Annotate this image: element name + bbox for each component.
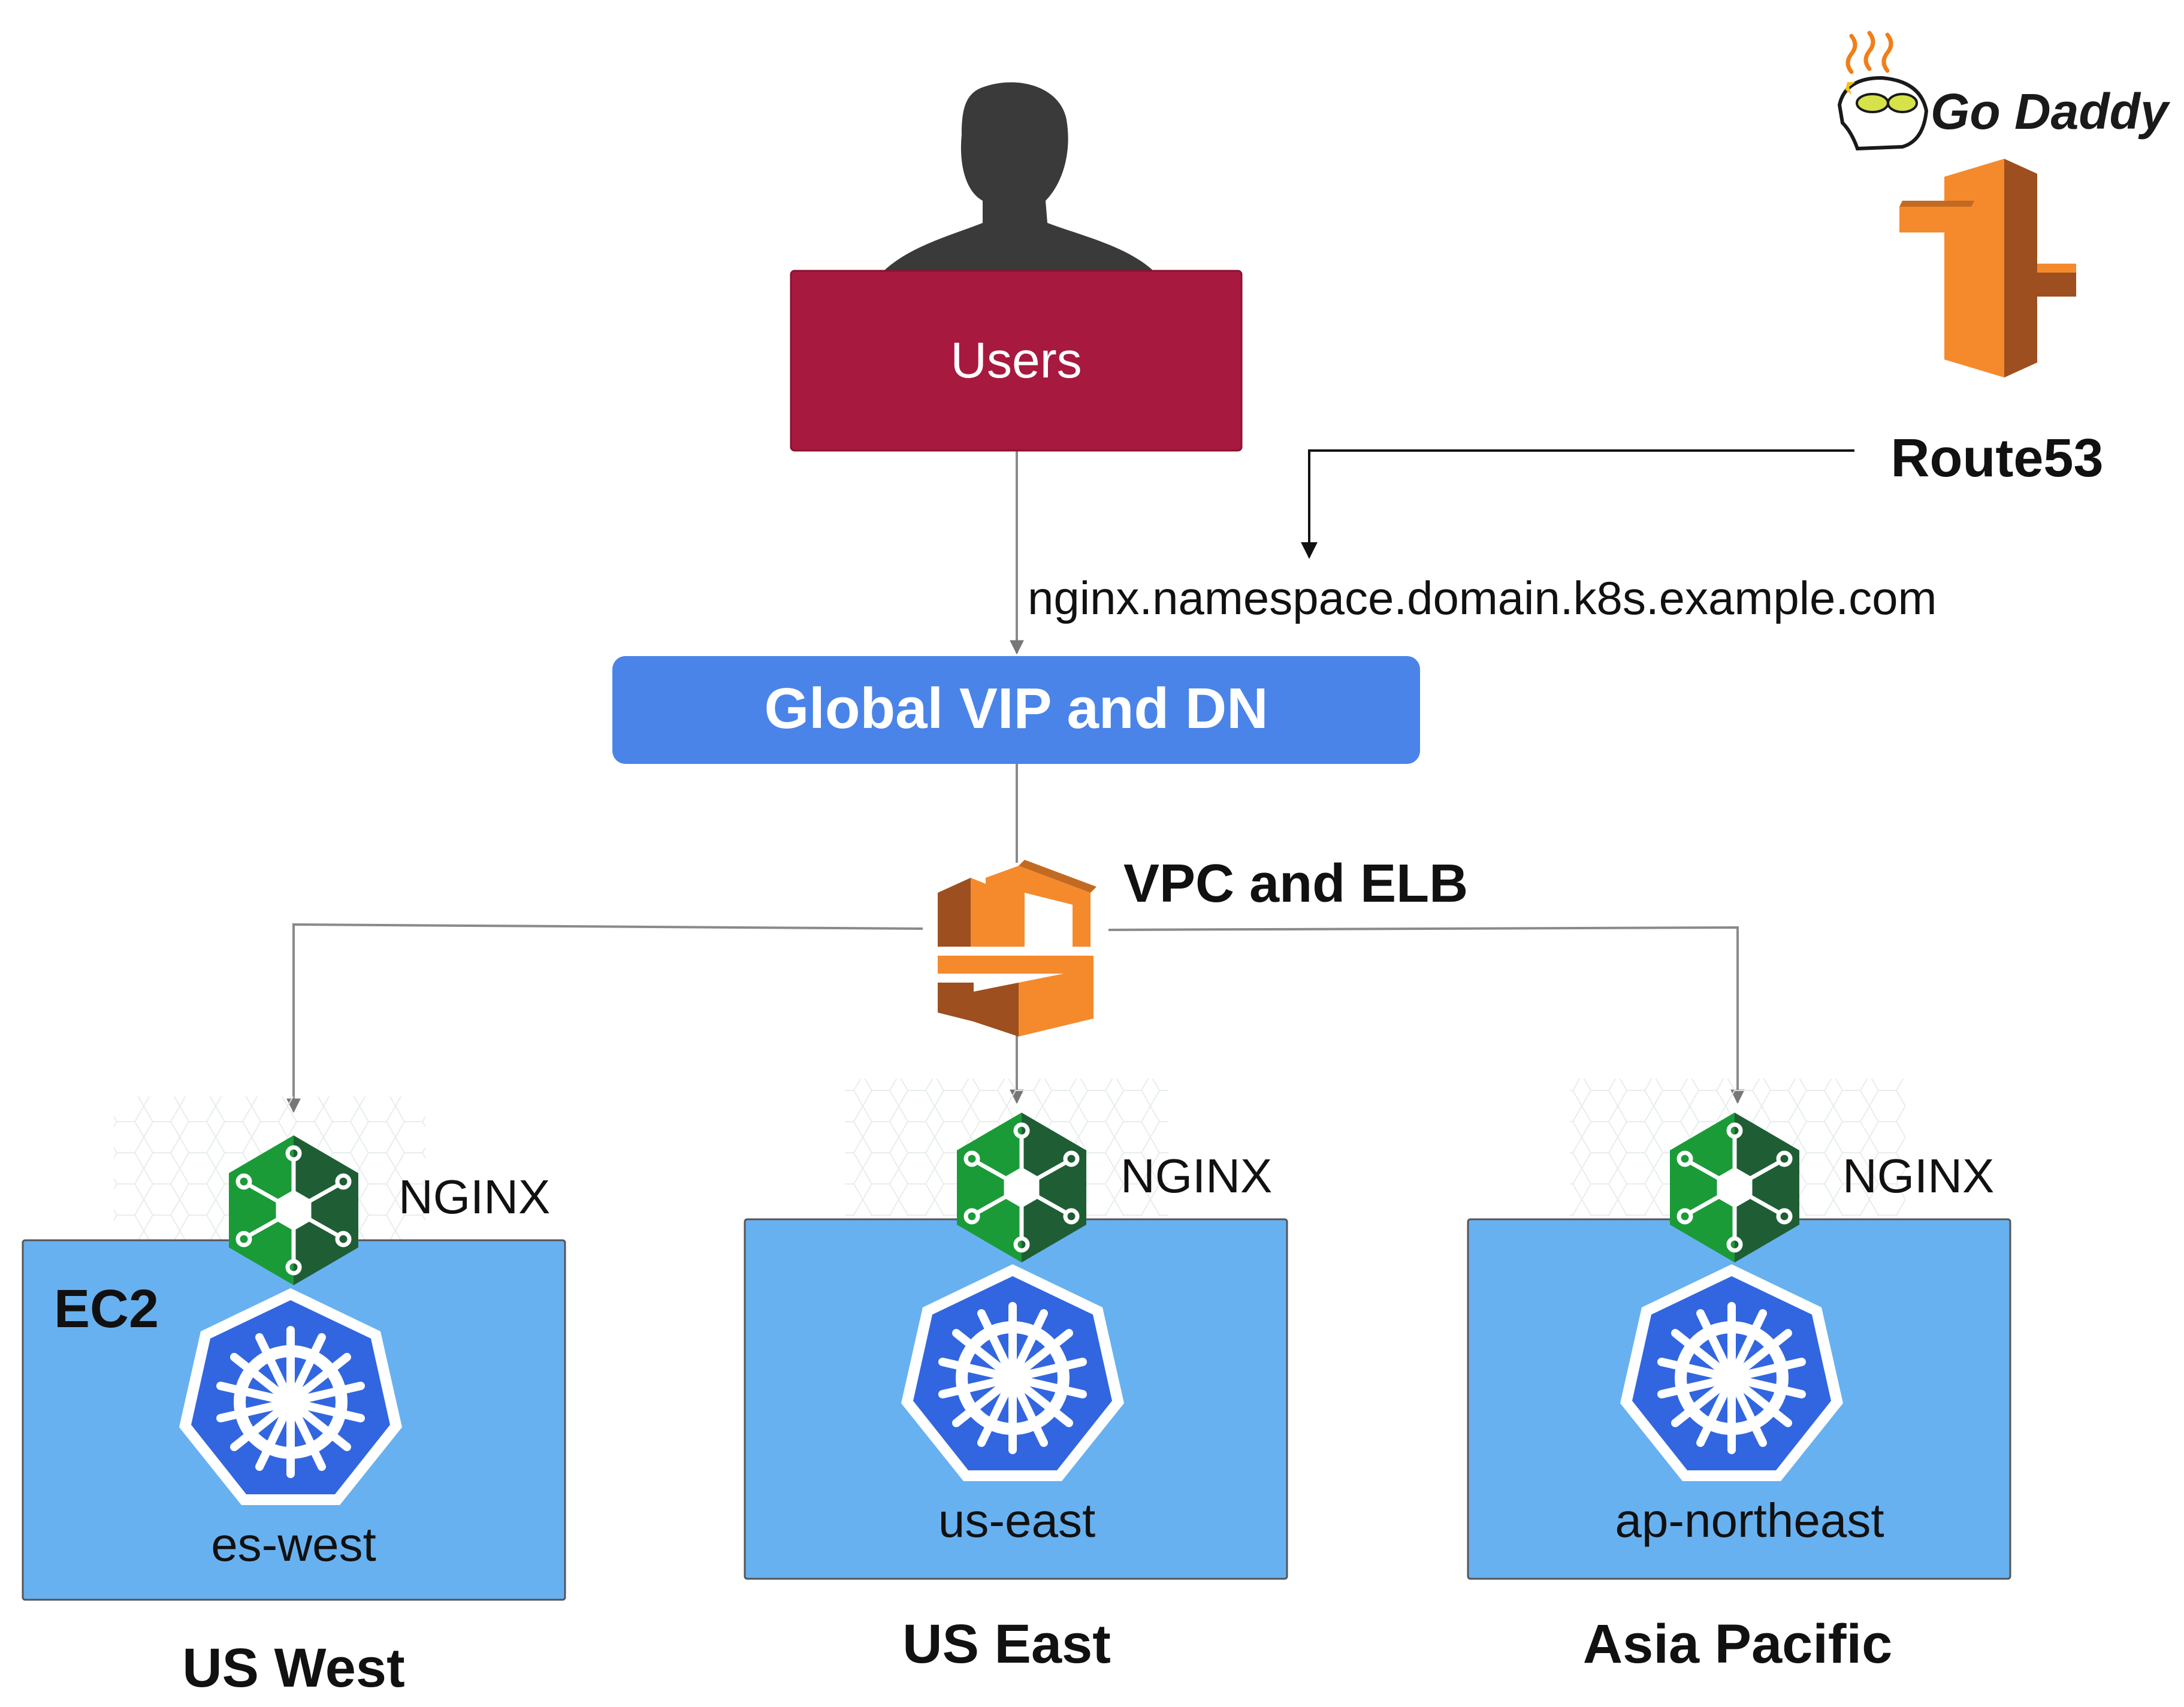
connectors: [286, 449, 1854, 1113]
global-vip-box[interactable]: Global VIP and DN: [612, 656, 1420, 764]
nginx-icon: [229, 1135, 358, 1285]
vpc-elb-label: VPC and ELB: [1123, 854, 1468, 914]
ec2-label: EC2: [54, 1279, 159, 1339]
region-name: US East: [902, 1614, 1111, 1675]
connector-elb-to-asia-pacific: [1108, 926, 1745, 1104]
cluster-label: ap-northeast: [1615, 1494, 1884, 1547]
nginx-label: NGINX: [1120, 1149, 1272, 1203]
region-asia-pacific: NGINX ap-northeast Asia Pacific: [1467, 1078, 2011, 1675]
route53-label: Route53: [1890, 428, 2103, 488]
cluster-label: es-west: [211, 1518, 376, 1571]
route53-icon: [1899, 159, 2076, 377]
nginx-label: NGINX: [1842, 1149, 1994, 1203]
kubernetes-icon: [1620, 1264, 1843, 1481]
nginx-label: NGINX: [398, 1170, 550, 1223]
kubernetes-icon: [179, 1288, 402, 1505]
kubernetes-icon: [901, 1264, 1124, 1481]
dns-name-label: nginx.namespace.domain.k8s.example.com: [1028, 572, 1937, 624]
nginx-icon: [957, 1113, 1086, 1262]
region-name: Asia Pacific: [1583, 1614, 1893, 1675]
user-silhouette-icon: [884, 82, 1153, 271]
godaddy-logo: Go Daddy: [1837, 31, 2171, 151]
region-us-east: NGINX us-east US East: [744, 1078, 1288, 1675]
users-label: Users: [950, 332, 1082, 388]
connector-elb-to-us-west: [286, 923, 923, 1113]
guy-head-icon: [1837, 75, 1929, 151]
global-vip-label: Global VIP and DN: [764, 676, 1268, 741]
connector-route53-to-dns: [1301, 449, 1854, 559]
cluster-label: us-east: [938, 1494, 1095, 1547]
elb-icon: [938, 860, 1096, 1037]
region-us-west: EC2 NGINX: [22, 1096, 566, 1699]
godaddy-wordmark: Go Daddy: [1931, 83, 2171, 140]
nginx-icon: [1670, 1113, 1799, 1262]
users-box[interactable]: Users: [790, 270, 1243, 452]
region-name: US West: [182, 1637, 405, 1699]
steam-icon: [1845, 31, 1893, 74]
